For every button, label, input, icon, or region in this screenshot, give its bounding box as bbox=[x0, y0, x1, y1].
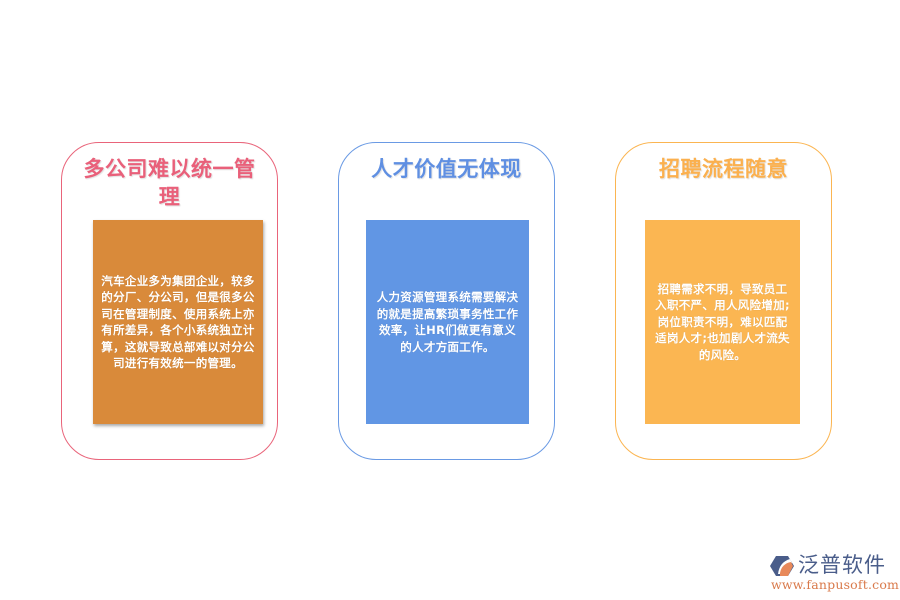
card-talent-value: 人才价值无体现 人力资源管理系统需要解决的就是提高繁琐事务性工作效率，让HR们做… bbox=[338, 142, 555, 460]
card-body-text: 招聘需求不明，导致员工入职不严、用人风险增加;岗位职责不明，难以匹配适岗人才;也… bbox=[655, 281, 790, 362]
fanpu-logo: 泛普软件 www.fanpusoft.com bbox=[768, 552, 900, 596]
card-multi-company-management: 多公司难以统一管理 汽车企业多为集团企业，较多的分厂、分公司，但是很多公司在管理… bbox=[61, 142, 278, 460]
card-content-box: 人力资源管理系统需要解决的就是提高繁琐事务性工作效率，让HR们做更有意义的人才方… bbox=[366, 220, 529, 424]
card-body-text: 汽车企业多为集团企业，较多的分厂、分公司，但是很多公司在管理制度、使用系统上亦有… bbox=[101, 273, 255, 371]
logo-url: www.fanpusoft.com bbox=[771, 577, 900, 592]
logo-brand-name: 泛普软件 bbox=[798, 553, 886, 577]
card-title: 人才价值无体现 bbox=[371, 157, 522, 181]
card-content-box: 汽车企业多为集团企业，较多的分厂、分公司，但是很多公司在管理制度、使用系统上亦有… bbox=[93, 220, 263, 424]
card-body-text: 人力资源管理系统需要解决的就是提高繁琐事务性工作效率，让HR们做更有意义的人才方… bbox=[376, 290, 519, 354]
card-title: 招聘流程随意 bbox=[659, 157, 788, 181]
card-title: 多公司难以统一管理 bbox=[83, 157, 256, 209]
fanpu-logo-icon bbox=[770, 556, 794, 576]
card-recruitment-process: 招聘流程随意 招聘需求不明，导致员工入职不严、用人风险增加;岗位职责不明，难以匹… bbox=[615, 142, 832, 460]
card-content-box: 招聘需求不明，导致员工入职不严、用人风险增加;岗位职责不明，难以匹配适岗人才;也… bbox=[645, 220, 800, 424]
